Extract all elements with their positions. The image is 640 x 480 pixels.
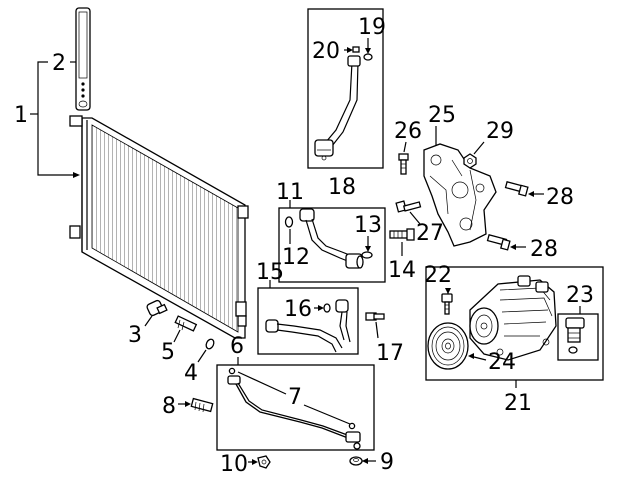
valve-box-23 <box>557 313 599 361</box>
callout-9: 9 <box>380 450 394 475</box>
leader-9 <box>362 458 376 464</box>
callout-5: 5 <box>161 340 175 365</box>
leader-10 <box>248 459 258 465</box>
callout-7: 7 <box>288 385 302 410</box>
callout-21: 21 <box>504 391 532 416</box>
receiver-drier <box>75 7 91 111</box>
callout-16: 16 <box>284 297 312 322</box>
leader-28-lower <box>510 244 526 250</box>
bolt-8 <box>190 397 214 413</box>
leader-24 <box>468 353 487 361</box>
leader-16 <box>314 305 324 311</box>
pressure-pipe-18 <box>314 55 361 161</box>
condenser <box>69 115 249 339</box>
pipe-box-15 <box>257 287 359 355</box>
compressor-pulley <box>427 322 469 370</box>
leader-8 <box>178 401 191 407</box>
leader-3 <box>144 315 153 327</box>
leader-4 <box>197 349 207 363</box>
leader-7 <box>237 371 351 425</box>
bolt-26 <box>398 153 409 175</box>
valve-core-20 <box>352 46 360 53</box>
pressure-switch <box>146 299 168 317</box>
callout-12: 12 <box>282 245 310 270</box>
control-valve <box>565 317 585 354</box>
bolt-14 <box>389 228 415 241</box>
compressor-bracket <box>423 143 497 247</box>
pipe-box-11 <box>278 207 386 283</box>
callout-15: 15 <box>256 260 284 285</box>
callout-18: 18 <box>328 175 356 200</box>
leader-1 <box>30 61 80 178</box>
callout-4: 4 <box>184 361 198 386</box>
hose-box-6 <box>216 364 375 451</box>
callout-13: 13 <box>354 213 382 238</box>
bolt-22 <box>441 293 453 315</box>
callout-23: 23 <box>566 283 594 308</box>
callout-29: 29 <box>486 119 514 144</box>
leader-20 <box>344 47 353 53</box>
callout-28-lower: 28 <box>530 237 558 262</box>
callout-19: 19 <box>358 15 386 40</box>
compressor <box>469 275 557 361</box>
nut-9 <box>349 456 363 466</box>
o-ring-13 <box>361 251 373 259</box>
callout-22: 22 <box>424 263 452 288</box>
callout-24: 24 <box>488 350 516 375</box>
leader-17 <box>375 321 379 339</box>
callout-17: 17 <box>376 341 404 366</box>
callout-20: 20 <box>312 39 340 64</box>
callout-28-upper: 28 <box>546 185 574 210</box>
leader-29 <box>473 141 485 155</box>
callout-25: 25 <box>428 103 456 128</box>
callout-6: 6 <box>230 334 244 359</box>
o-ring-16 <box>323 303 331 313</box>
clip-10 <box>257 455 271 469</box>
suction-pipe-11 <box>299 208 364 269</box>
callout-14: 14 <box>388 258 416 283</box>
bolt-28-upper <box>504 180 529 197</box>
callout-27: 27 <box>416 221 444 246</box>
liquid-pipe-15 <box>265 299 351 353</box>
leader-5 <box>173 329 181 343</box>
leader-28-upper <box>528 191 544 197</box>
nut-29 <box>463 153 477 169</box>
callout-8: 8 <box>162 394 176 419</box>
o-ring-19 <box>363 53 373 61</box>
callout-3: 3 <box>128 323 142 348</box>
discharge-hose <box>227 367 361 450</box>
pipe-box-18 <box>307 8 384 169</box>
bolt-27 <box>395 200 422 213</box>
leader-13 <box>365 236 371 252</box>
o-ring-4 <box>205 338 215 350</box>
callout-2: 2 <box>52 51 66 76</box>
bolt-28-lower <box>486 233 511 251</box>
compressor-box-21 <box>425 266 604 381</box>
callout-10: 10 <box>220 452 248 477</box>
drier-plug <box>174 315 198 332</box>
leader-26 <box>403 141 407 153</box>
o-ring-12 <box>284 216 294 228</box>
callout-1: 1 <box>14 103 28 128</box>
leader-27 <box>409 211 421 225</box>
callout-26: 26 <box>394 119 422 144</box>
leader-22 <box>445 288 451 294</box>
leader-19 <box>365 38 371 54</box>
callout-11: 11 <box>276 180 304 205</box>
bolt-17 <box>365 312 385 321</box>
